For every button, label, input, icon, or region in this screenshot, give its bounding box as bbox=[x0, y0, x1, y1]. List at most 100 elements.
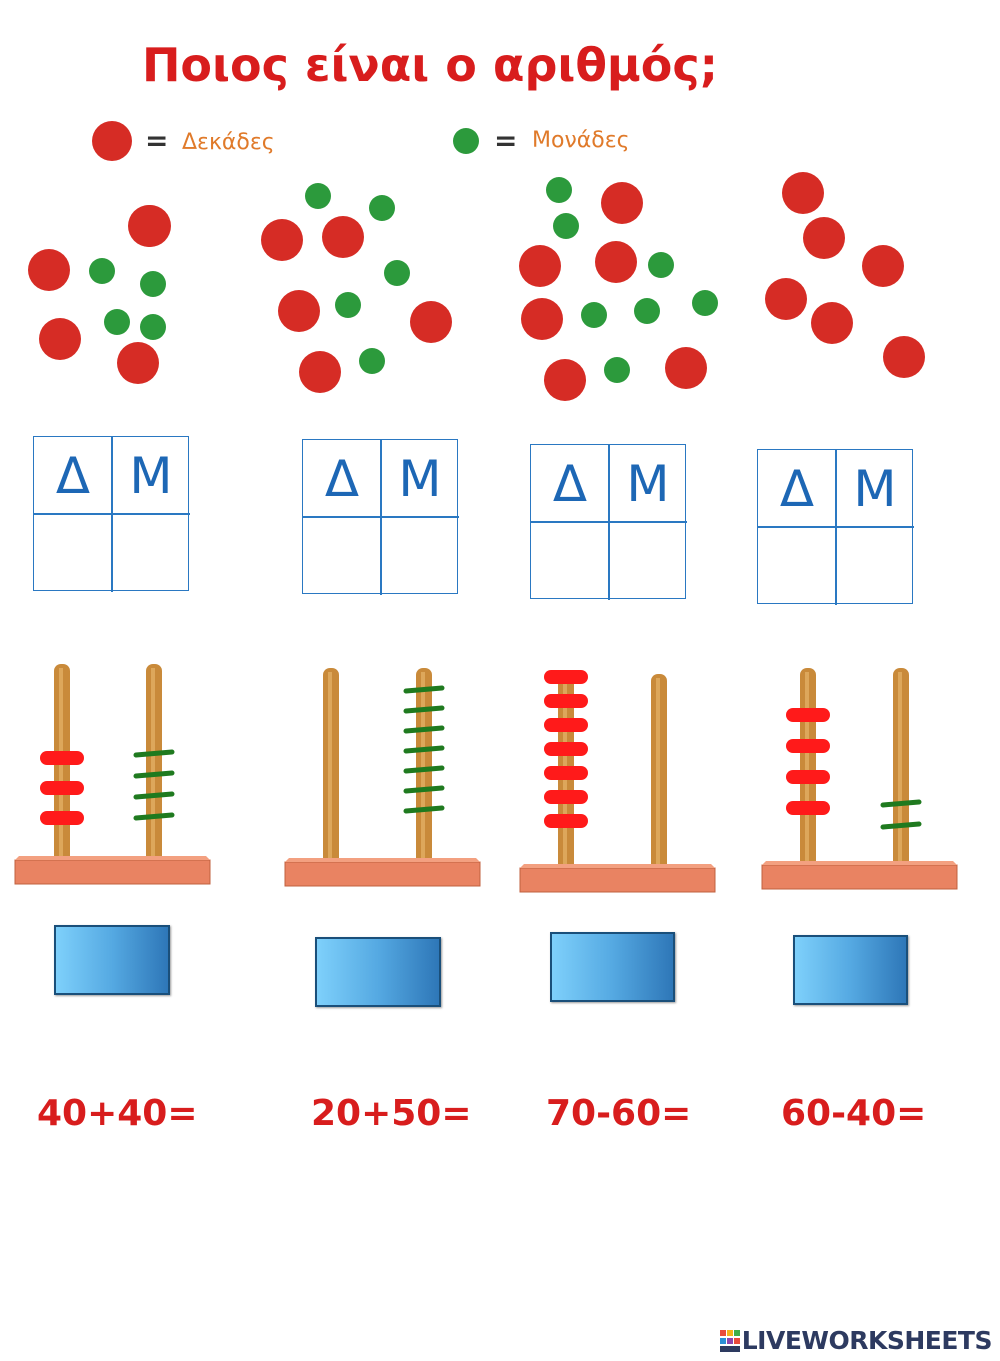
tens-dot bbox=[544, 359, 586, 401]
ones-legend-equals: = bbox=[494, 124, 518, 157]
ones-bead bbox=[403, 805, 445, 814]
expression-1: 40+40= bbox=[37, 1093, 198, 1134]
table-divider bbox=[758, 526, 914, 528]
ones-legend-label: Μονάδες bbox=[532, 128, 630, 153]
ones-dot bbox=[634, 298, 660, 324]
tens-header: Δ bbox=[552, 455, 588, 513]
tens-bead bbox=[544, 694, 588, 708]
tens-dot bbox=[410, 301, 452, 343]
liveworksheets-logo-icon bbox=[719, 1330, 740, 1352]
abacus-base bbox=[14, 859, 211, 885]
tens-answer-cell[interactable] bbox=[760, 528, 834, 603]
tens-bead bbox=[786, 708, 830, 722]
page-title: Ποιος είναι ο αριθμός; bbox=[141, 38, 719, 92]
tens-dot bbox=[595, 241, 637, 283]
answer-box-2[interactable] bbox=[315, 937, 441, 1007]
abacus-base bbox=[284, 861, 481, 887]
tens-dot bbox=[299, 351, 341, 393]
ones-answer-cell[interactable] bbox=[611, 523, 685, 598]
abacus-base-top bbox=[15, 856, 210, 860]
ones-legend-icon bbox=[453, 128, 479, 154]
tens-dot bbox=[665, 347, 707, 389]
ones-dot bbox=[140, 271, 166, 297]
tens-header: Δ bbox=[779, 460, 815, 518]
abacus-base bbox=[761, 864, 958, 890]
abacus-illustrations bbox=[14, 664, 958, 893]
ones-bead bbox=[880, 821, 922, 830]
ones-dot bbox=[648, 252, 674, 278]
tens-dot bbox=[39, 318, 81, 360]
tens-dot bbox=[278, 290, 320, 332]
tens-dot bbox=[883, 336, 925, 378]
ones-bead bbox=[880, 799, 922, 808]
ones-dot bbox=[553, 213, 579, 239]
expression-4: 60-40= bbox=[781, 1093, 927, 1134]
ones-dot bbox=[384, 260, 410, 286]
tens-answer-cell[interactable] bbox=[533, 523, 607, 598]
ones-answer-cell[interactable] bbox=[114, 515, 188, 590]
ones-header: Μ bbox=[129, 447, 173, 505]
tens-dot bbox=[117, 342, 159, 384]
ones-dot bbox=[335, 292, 361, 318]
tens-dot bbox=[28, 249, 70, 291]
table-divider bbox=[303, 516, 459, 518]
answer-box-4[interactable] bbox=[793, 935, 908, 1005]
table-divider bbox=[34, 513, 190, 515]
tens-dot bbox=[765, 278, 807, 320]
ones-answer-cell[interactable] bbox=[838, 528, 912, 603]
tens-legend-label: Δεκάδες bbox=[182, 130, 275, 155]
ones-header: Μ bbox=[626, 455, 670, 513]
tens-bead bbox=[40, 751, 84, 765]
tens-dot bbox=[519, 245, 561, 287]
tens-dot bbox=[782, 172, 824, 214]
tens-bead bbox=[40, 811, 84, 825]
abacus-base-top bbox=[520, 864, 715, 868]
ones-bead bbox=[133, 749, 175, 758]
abacus-base-top bbox=[762, 861, 957, 865]
abacus-rod-highlight bbox=[898, 672, 902, 865]
ones-header: Μ bbox=[398, 450, 442, 508]
ones-dot bbox=[140, 314, 166, 340]
ones-dot bbox=[359, 348, 385, 374]
answer-box-1[interactable] bbox=[54, 925, 170, 995]
ones-dot bbox=[369, 195, 395, 221]
abacus-rod-highlight bbox=[656, 678, 660, 868]
ones-bead bbox=[403, 725, 445, 734]
tens-bead bbox=[544, 742, 588, 756]
tens-answer-cell[interactable] bbox=[305, 518, 379, 593]
table-divider bbox=[835, 450, 837, 605]
tens-bead bbox=[786, 801, 830, 815]
tens-bead bbox=[544, 670, 588, 684]
tens-dot bbox=[322, 216, 364, 258]
abacus-rod-highlight bbox=[328, 672, 332, 862]
tens-legend-icon bbox=[92, 121, 132, 161]
tens-bead bbox=[40, 781, 84, 795]
expression-3: 70-60= bbox=[546, 1093, 692, 1134]
watermark-text: LIVEWORKSHEETS bbox=[741, 1326, 993, 1355]
tens-bead bbox=[786, 770, 830, 784]
abacus-rod-highlight bbox=[421, 672, 425, 862]
ones-bead bbox=[133, 770, 175, 779]
tens-bead bbox=[786, 739, 830, 753]
ones-bead bbox=[133, 812, 175, 821]
tens-bead bbox=[544, 790, 588, 804]
answer-box-3[interactable] bbox=[550, 932, 675, 1002]
watermark: LIVEWORKSHEETS bbox=[719, 1326, 993, 1355]
tens-dot bbox=[261, 219, 303, 261]
tens-header: Δ bbox=[55, 447, 91, 505]
tens-legend-equals: = bbox=[145, 124, 169, 157]
ones-answer-cell[interactable] bbox=[383, 518, 457, 593]
abacus-base-top bbox=[285, 858, 480, 862]
tens-dot bbox=[521, 298, 563, 340]
abacus-rod-highlight bbox=[151, 668, 155, 860]
abacus-rod-highlight bbox=[805, 672, 809, 865]
tens-dot bbox=[129, 205, 171, 247]
abacus-base bbox=[519, 867, 716, 893]
tens-bead bbox=[544, 766, 588, 780]
table-divider bbox=[608, 445, 610, 600]
tens-answer-cell[interactable] bbox=[36, 515, 110, 590]
